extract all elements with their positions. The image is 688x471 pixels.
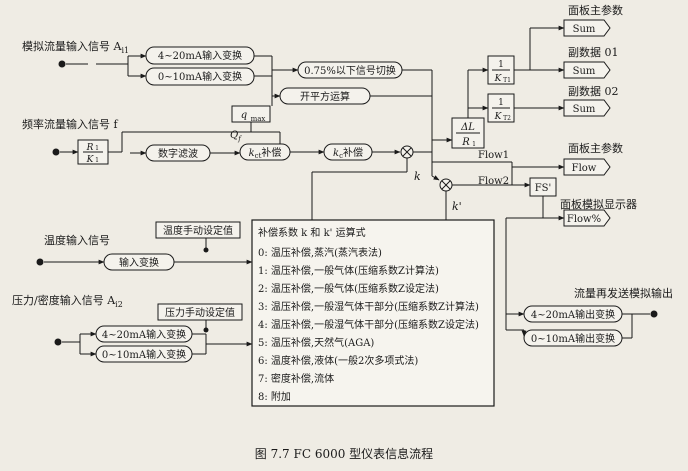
pres-input-0-10-block: 0~10mA输入变换 <box>95 345 193 363</box>
svg-text:1: 1 <box>498 98 504 108</box>
comp-item-4: 4: 温压补偿,一般湿气体干部分(压缩系数Z设定法) <box>258 318 479 331</box>
comp-item-0: 0: 温压补偿,蒸汽(蒸汽表法) <box>258 246 382 259</box>
sum-output-1: Sum <box>563 19 611 37</box>
analog-flow-terminal <box>58 53 147 79</box>
svg-text:压力手动设定值: 压力手动设定值 <box>165 306 235 319</box>
out-4-20-block: 4~20mA输出变换 <box>523 305 623 323</box>
analog-display-label: 面板模拟显示器 <box>560 197 637 211</box>
temp-manual-block: 温度手动设定值 <box>155 221 241 239</box>
temp-convert-block: 输入变换 <box>103 253 175 271</box>
panel-main-2-label: 面板主参数 <box>568 141 623 155</box>
svg-text:T2: T2 <box>503 115 511 122</box>
qmax-block: q max <box>231 105 271 123</box>
svg-text:0.75%以下信号切换: 0.75%以下信号切换 <box>304 64 396 77</box>
pres-manual-block: 压力手动设定值 <box>157 303 243 321</box>
svg-text:Sum: Sum <box>573 24 596 35</box>
sub-data-01-label: 副数据 01 <box>568 45 619 59</box>
kt2-block: 1 K T2 <box>487 93 515 123</box>
svg-text:Flow%: Flow% <box>567 214 601 225</box>
k-label: k <box>414 170 421 183</box>
comp-item-6: 6: 温度补偿,液体(一般2次多项式法) <box>258 354 418 367</box>
comp-item-7: 7: 密度补偿,流体 <box>258 372 334 385</box>
flow-pct-output: Flow% <box>563 209 611 227</box>
svg-text:K: K <box>86 155 95 165</box>
figure-caption: 图 7.7 FC 6000 型仪表信息流程 <box>255 446 433 461</box>
comp-item-3: 3: 温压补偿,一般湿气体干部分(压缩系数Z计算法) <box>258 300 479 313</box>
temp-terminal <box>36 258 105 266</box>
freq-flow-input-label: 频率流量输入信号 f <box>22 117 118 131</box>
analog-flow-input-label: 模拟流量输入信号 Ai1 <box>22 39 129 55</box>
retransmit-label: 流量再发送模拟输出 <box>574 286 673 300</box>
svg-text:Sum: Sum <box>573 104 596 115</box>
svg-text:K: K <box>494 112 503 122</box>
kt1-block: 1 K T1 <box>487 55 515 85</box>
svg-text:4~20mA输入变换: 4~20mA输入变换 <box>102 328 186 341</box>
flow2-label: Flow2 <box>478 176 509 187</box>
svg-text:1: 1 <box>95 145 99 152</box>
kc-comp-block: kc补偿 <box>323 143 373 161</box>
analog-input-4-20-block: 4~20mA输入变换 <box>145 46 255 65</box>
svg-text:R: R <box>461 137 470 148</box>
svg-text:FS': FS' <box>535 183 552 194</box>
fs-block: FS' <box>529 177 557 197</box>
sum-output-2: Sum <box>563 61 611 79</box>
kct-comp-block: kct补偿 <box>239 143 291 161</box>
cutoff-switch-block: 0.75%以下信号切换 <box>297 61 403 79</box>
flow1-label: Flow1 <box>478 150 509 161</box>
comp-item-5: 5: 温压补偿,天然气(AGA) <box>258 336 374 349</box>
multiplier-k-prime <box>439 178 453 192</box>
freq-flow-terminal <box>52 148 79 156</box>
out-0-10-block: 0~10mA输出变换 <box>523 329 623 347</box>
analog-input-0-10-block: 0~10mA输入变换 <box>145 67 255 86</box>
svg-text:1: 1 <box>95 157 99 164</box>
svg-text:输入变换: 输入变换 <box>119 256 159 269</box>
svg-text:4~20mA输出变换: 4~20mA输出变换 <box>531 308 615 321</box>
svg-text:1: 1 <box>472 141 476 148</box>
svg-text:K: K <box>494 74 503 84</box>
pressure-input-label: 压力/密度输入信号 Ai2 <box>12 293 123 309</box>
comp-item-1: 1: 温压补偿,一般气体(压缩系数Z计算法) <box>258 264 439 277</box>
svg-text:4~20mA输入变换: 4~20mA输入变换 <box>158 49 242 62</box>
panel-main-label: 面板主参数 <box>568 3 623 17</box>
sum-output-3: Sum <box>563 99 611 117</box>
comp-item-2: 2: 温压补偿,一般气体(压缩系数Z设定法) <box>258 282 439 295</box>
svg-text:0~10mA输出变换: 0~10mA输出变换 <box>531 332 615 345</box>
r1-k1-block: R 1 K 1 <box>77 139 109 165</box>
svg-text:kct补偿: kct补偿 <box>249 146 282 160</box>
delta-l-r1-block: ΔL R 1 <box>451 117 485 149</box>
svg-text:Sum: Sum <box>573 66 596 77</box>
svg-text:数字滤波: 数字滤波 <box>158 147 198 160</box>
sub-data-02-label: 副数据 02 <box>568 84 619 98</box>
flow-output: Flow <box>563 158 611 176</box>
svg-text:kc补偿: kc补偿 <box>333 146 363 160</box>
comp-box-title: 补偿系数 k 和 k' 运算式 <box>258 226 366 239</box>
retransmit-terminal <box>632 310 658 318</box>
svg-text:T1: T1 <box>503 77 511 84</box>
svg-text:1: 1 <box>498 60 504 70</box>
sqrt-block: 开平方运算 <box>279 87 371 105</box>
temp-input-label: 温度输入信号 <box>44 233 110 247</box>
pressure-terminal <box>54 331 97 357</box>
svg-text:q: q <box>241 110 247 121</box>
svg-text:Flow: Flow <box>572 163 597 174</box>
comp-item-8: 8: 附加 <box>258 390 291 403</box>
k-prime-label: k' <box>452 200 462 213</box>
svg-text:0~10mA输入变换: 0~10mA输入变换 <box>158 70 242 83</box>
svg-text:开平方运算: 开平方运算 <box>300 90 350 103</box>
pres-input-4-20-block: 4~20mA输入变换 <box>95 325 193 343</box>
digital-filter-block: 数字滤波 <box>145 144 211 162</box>
svg-text:温度手动设定值: 温度手动设定值 <box>163 224 233 237</box>
svg-text:ΔL: ΔL <box>460 122 475 133</box>
svg-text:R: R <box>86 143 94 153</box>
svg-text:0~10mA输入变换: 0~10mA输入变换 <box>102 348 186 361</box>
qf-label: Qf <box>230 130 242 143</box>
compensation-formula-box: 补偿系数 k 和 k' 运算式 0: 温压补偿,蒸汽(蒸汽表法) 1: 温压补偿… <box>251 219 495 407</box>
multiplier-k <box>400 145 414 159</box>
svg-text:max: max <box>251 115 266 123</box>
